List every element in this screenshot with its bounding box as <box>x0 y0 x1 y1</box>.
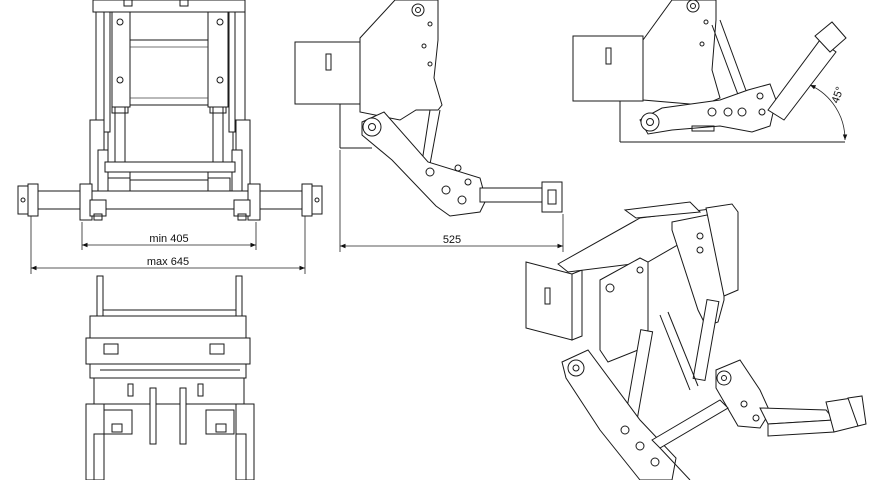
dimension-length: 525 <box>339 150 564 252</box>
dimension-tilt-angle: 45° <box>809 84 848 141</box>
tilt-angle-label: 45° <box>830 85 847 105</box>
max-width-label: max 645 <box>147 256 189 268</box>
dimension-min-width: min 405 <box>81 222 257 250</box>
length-label: 525 <box>443 234 461 246</box>
side-view <box>294 0 563 217</box>
front-view <box>17 0 323 221</box>
tilted-side-view <box>572 0 847 143</box>
dimension-max-width: max 645 <box>30 216 306 274</box>
min-width-label: min 405 <box>149 233 188 245</box>
top-view <box>85 275 255 480</box>
isometric-view <box>525 201 867 480</box>
